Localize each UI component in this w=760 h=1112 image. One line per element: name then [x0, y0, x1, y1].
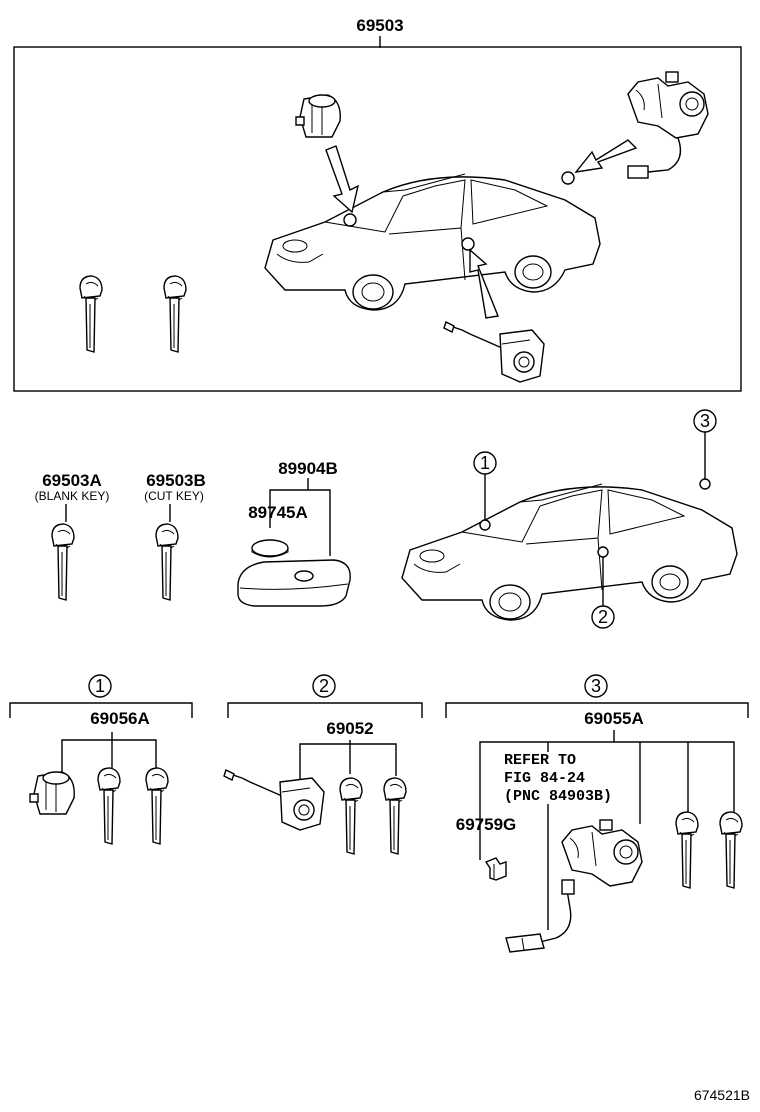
trunk-set-key-2 — [719, 811, 743, 889]
trunk-lock-part — [561, 819, 643, 887]
svg-text:1: 1 — [480, 453, 490, 473]
refer-line-1: REFER TO — [504, 752, 576, 769]
svg-text:2: 2 — [598, 607, 608, 627]
transmitter-label: 89904B — [278, 459, 338, 478]
trunk-lock-top — [627, 71, 709, 179]
figure-code: 674521B — [694, 1087, 750, 1103]
hood-cylinder-part — [29, 771, 75, 815]
blank-key-part — [51, 523, 75, 601]
refer-line-2: FIG 84-24 — [504, 770, 585, 787]
door-set-label: 69052 — [326, 719, 373, 738]
door-set-key-2 — [383, 777, 407, 855]
trunk-small-part — [484, 857, 507, 881]
assembly-frame — [13, 46, 742, 392]
svg-text:3: 3 — [700, 411, 710, 431]
blank-key-label: 69503A — [42, 471, 102, 490]
car-illustration-middle — [401, 483, 738, 621]
key-top-1 — [79, 275, 103, 353]
arrow-to-door — [469, 248, 499, 319]
group-3-header: 3 — [445, 674, 749, 718]
assembly-label: 69503 — [356, 16, 403, 35]
cut-key-part — [155, 523, 179, 601]
key-top-2 — [163, 275, 187, 353]
battery-label: 89745A — [248, 503, 308, 522]
trunk-cable-part — [505, 879, 575, 953]
blank-key-note: (BLANK KEY) — [35, 489, 110, 503]
cut-key-note: (CUT KEY) — [144, 489, 204, 503]
svg-text:3: 3 — [591, 676, 601, 696]
callout-3-dot — [699, 478, 711, 490]
trunk-set-key-1 — [675, 811, 699, 889]
hood-set-key-2 — [145, 767, 169, 845]
door-lock-part — [223, 769, 325, 831]
callout-2-dot — [597, 546, 609, 558]
callout-1-top: 1 — [473, 451, 497, 475]
callout-2-bottom: 2 — [591, 605, 615, 629]
hood-set-key-1 — [97, 767, 121, 845]
callout-3-top: 3 — [693, 409, 717, 433]
callout-1-dot — [479, 519, 491, 531]
hood-set-label: 69056A — [90, 709, 150, 728]
arrow-to-trunk — [574, 139, 638, 173]
trunk-set-label: 69055A — [584, 709, 644, 728]
group-1-header: 1 — [9, 674, 193, 718]
trunk-small-label: 69759G — [456, 815, 517, 834]
door-lock-location — [461, 237, 475, 251]
door-lock-top — [443, 321, 545, 383]
svg-text:2: 2 — [319, 676, 329, 696]
group-2-header: 2 — [227, 674, 423, 718]
trunk-lock-location — [561, 171, 575, 185]
car-illustration-top — [264, 173, 601, 311]
refer-line-3: (PNC 84903B) — [504, 788, 612, 805]
arrow-to-hood — [325, 145, 360, 214]
battery-part — [251, 539, 289, 558]
cut-key-label: 69503B — [146, 471, 206, 490]
door-set-key-1 — [339, 777, 363, 855]
transmitter-part — [237, 559, 351, 607]
hood-cylinder-top — [295, 94, 341, 138]
hood-lock-location — [343, 213, 357, 227]
svg-text:1: 1 — [95, 676, 105, 696]
